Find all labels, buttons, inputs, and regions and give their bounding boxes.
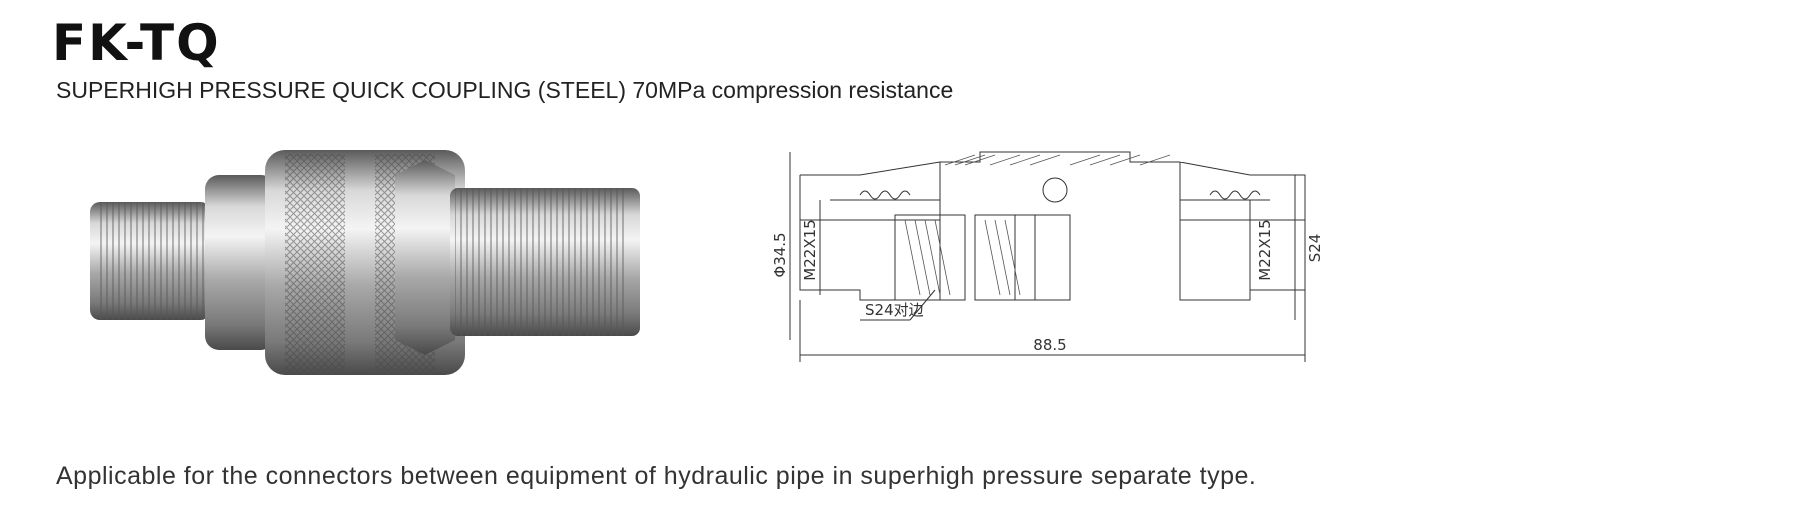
product-photo — [90, 150, 640, 375]
dim-thread-right: M22X15 — [1256, 219, 1274, 280]
dim-thread-left: M22X15 — [801, 219, 819, 280]
product-description: Applicable for the connectors between eq… — [56, 462, 1257, 490]
dim-hex-callout: S24对边 — [865, 301, 924, 319]
dim-outer-diameter: Φ34.5 — [771, 232, 789, 277]
dim-hex-right: S24 — [1306, 234, 1324, 263]
product-subtitle: SUPERHIGH PRESSURE QUICK COUPLING (STEEL… — [56, 77, 954, 103]
dim-length: 88.5 — [1033, 336, 1066, 354]
technical-drawing: Φ34.5 M22X15 M22X15 S24 S24对边 88.5 — [771, 151, 1324, 362]
product-model-title: FK-TQ — [52, 14, 221, 72]
